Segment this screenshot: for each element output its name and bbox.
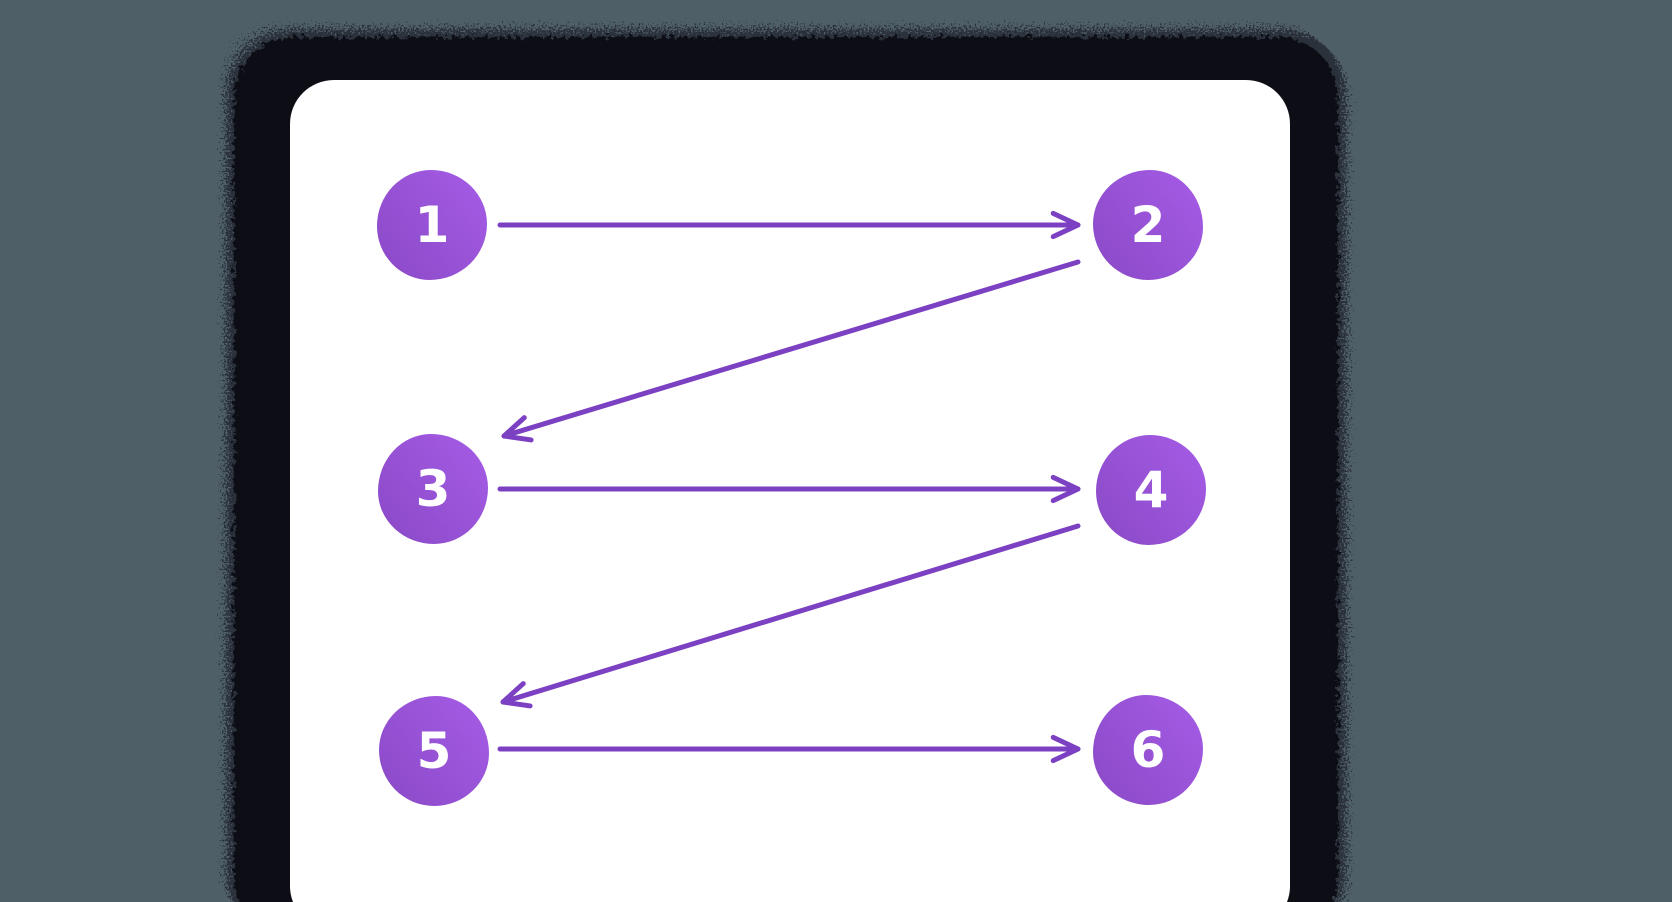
flow-node-label: 6: [1130, 721, 1166, 779]
flow-node-label: 3: [415, 460, 451, 518]
flow-node-4: 4: [1096, 435, 1206, 545]
flow-node-5: 5: [379, 696, 489, 806]
flow-node-3: 3: [378, 434, 488, 544]
flow-node-label: 2: [1130, 196, 1166, 254]
flow-node-2: 2: [1093, 170, 1203, 280]
flow-node-label: 4: [1133, 461, 1169, 519]
flow-node-1: 1: [377, 170, 487, 280]
flow-node-label: 5: [416, 722, 452, 780]
flow-node-6: 6: [1093, 695, 1203, 805]
flow-node-label: 1: [414, 196, 450, 254]
